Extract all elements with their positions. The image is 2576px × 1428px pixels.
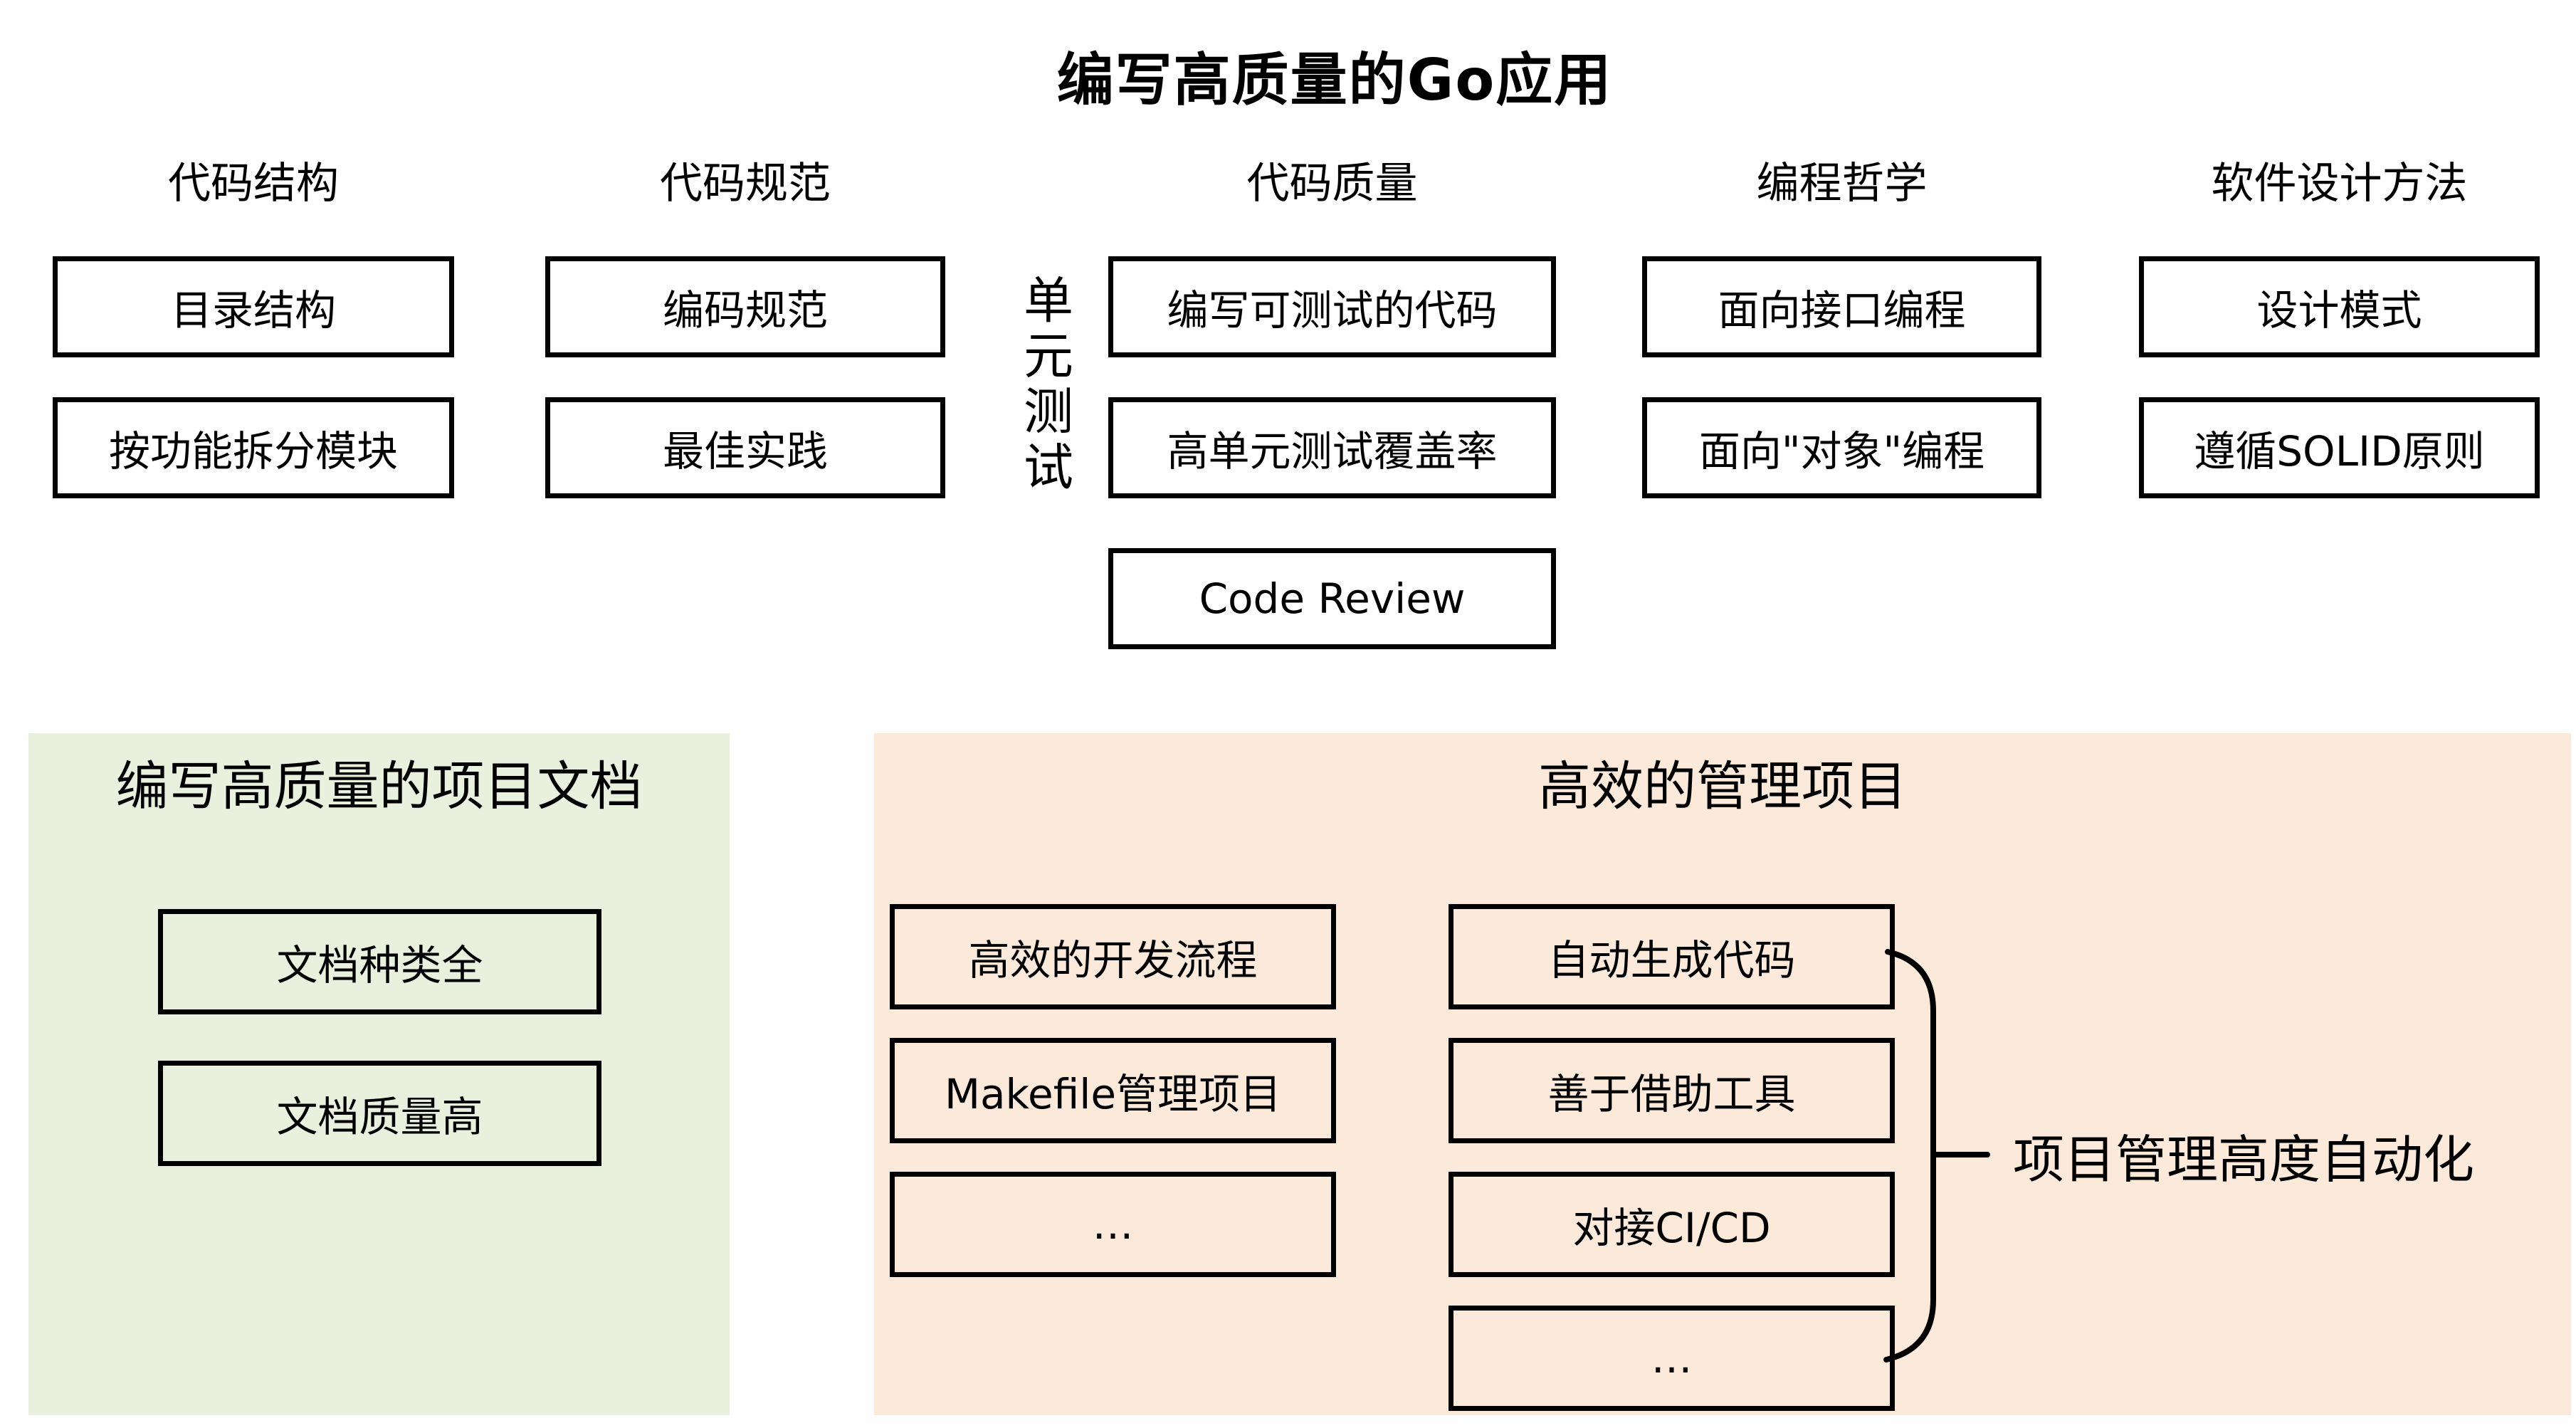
box-coding-convention: 编码规范 [545,256,945,357]
box-design-patterns: 设计模式 [2139,256,2540,357]
manage-panel-title: 高效的管理项目 [1538,755,1907,817]
box-solid-principles: 遵循SOLID原则 [2139,397,2540,498]
box-object-oriented-programming: 面向"对象"编程 [1642,397,2041,498]
box-split-modules-by-function: 按功能拆分模块 [53,397,454,498]
box-doc-high-quality: 文档质量高 [158,1061,601,1166]
box-doc-types-complete: 文档种类全 [158,909,601,1014]
doc-panel-title: 编写高质量的项目文档 [115,755,643,817]
box-leverage-tools: 善于借助工具 [1449,1038,1895,1143]
brace-label: 项目管理高度自动化 [2013,1129,2475,1190]
box-best-practice: 最佳实践 [545,397,945,498]
column-header-software-design-method: 软件设计方法 [2211,158,2468,209]
box-auto-generate-code: 自动生成代码 [1449,904,1895,1009]
column-header-code-convention: 代码规范 [660,158,831,209]
box-write-testable-code: 编写可测试的代码 [1108,256,1556,357]
unit-test-vertical-label: 单元测试 [1015,274,1074,496]
box-code-review: Code Review [1108,548,1556,649]
column-header-code-quality: 代码质量 [1246,158,1418,209]
page-title: 编写高质量的Go应用 [1056,47,1613,113]
box-right-ellipsis: … [1449,1306,1895,1411]
box-makefile-manage-project: Makefile管理项目 [890,1038,1336,1143]
doc-panel [28,733,730,1415]
box-connect-ci-cd: 对接CI/CD [1449,1172,1895,1277]
box-left-ellipsis: … [890,1172,1336,1277]
manage-panel [874,733,2571,1415]
box-directory-structure: 目录结构 [53,256,454,357]
column-header-code-structure: 代码结构 [168,158,339,209]
column-header-programming-philosophy: 编程哲学 [1756,158,1928,209]
box-interface-oriented-programming: 面向接口编程 [1642,256,2041,357]
box-high-unit-test-coverage: 高单元测试覆盖率 [1108,397,1556,498]
box-efficient-dev-workflow: 高效的开发流程 [890,904,1336,1009]
